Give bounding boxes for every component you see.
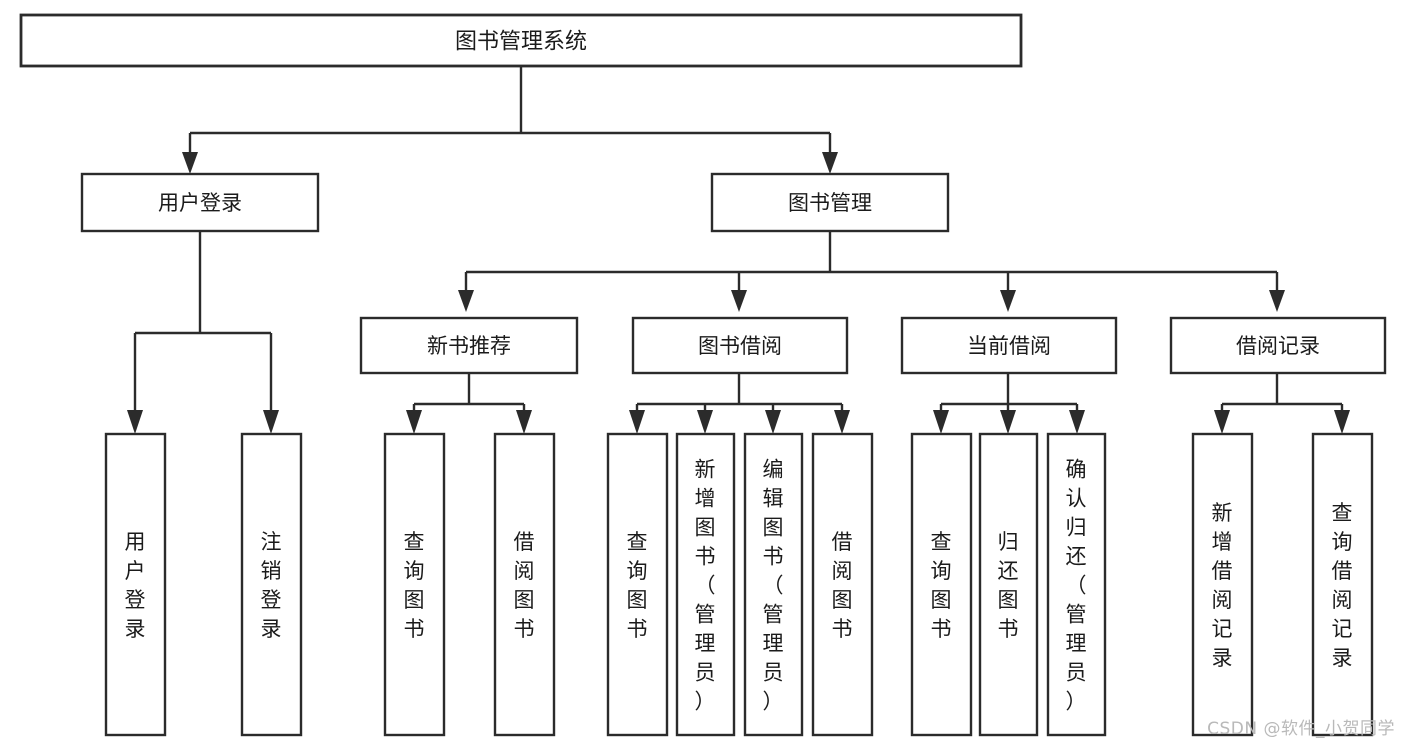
node-book-manage[interactable]: 图书管理 [710,172,950,233]
arrowhead-new-book-recommend [458,290,474,312]
leaf-add-record-label: 新增借阅记录 [1212,501,1233,670]
arrowhead-leaf-logout [263,410,279,434]
leaf-query-book-3[interactable]: 查询图书 [910,432,973,737]
leaf-borrow-book-1-label: 借阅图书 [514,530,535,641]
leaf-confirm-return[interactable]: 确认归还（管理员） [1046,432,1107,737]
leaf-query-record[interactable]: 查询借阅记录 [1311,432,1374,737]
leaf-query-book-3-box[interactable] [910,432,973,737]
node-user-login[interactable]: 用户登录 [80,172,320,233]
leaf-return-book-label: 归还图书 [998,530,1019,641]
node-new-book-recommend[interactable]: 新书推荐 [359,316,579,375]
node-book-manage-label: 图书管理 [788,191,872,215]
arrowhead-book-borrow [731,290,747,312]
connector-new-book-recommend-trunk [412,373,526,412]
connector-book-manage-trunk [464,231,1279,292]
node-book-borrow-label: 图书借阅 [698,334,782,358]
arrowhead-leaf-query-book-2 [629,410,645,434]
arrowhead-book-manage [822,152,838,174]
arrowhead-leaf-borrow-book-2 [834,410,850,434]
arrowhead-borrow-record [1269,290,1285,312]
leaf-return-book-box[interactable] [978,432,1039,737]
node-user-login-box[interactable] [80,172,320,233]
node-root-label: 图书管理系统 [455,30,587,55]
leaf-borrow-book-2-label: 借阅图书 [832,530,853,641]
leaf-logout[interactable]: 注销登录 [240,432,303,737]
leaf-edit-book[interactable]: 编辑图书（管理员） [743,432,804,737]
leaf-query-book-1[interactable]: 查询图书 [383,432,446,737]
arrowhead-leaf-add-record [1214,410,1230,434]
arrowhead-leaf-query-book-1 [406,410,422,434]
node-book-borrow-box[interactable] [631,316,849,375]
node-current-borrow-label: 当前借阅 [967,334,1051,358]
node-current-borrow-box[interactable] [900,316,1118,375]
node-new-book-recommend-label: 新书推荐 [427,334,511,358]
leaf-query-record-label: 查询借阅记录 [1332,501,1353,670]
connector-user-login-trunk [133,231,273,412]
node-root-box[interactable] [19,13,1023,68]
node-current-borrow[interactable]: 当前借阅 [900,316,1118,375]
connector-current-borrow-trunk [939,373,1079,412]
leaf-add-record[interactable]: 新增借阅记录 [1191,432,1254,737]
arrowhead-leaf-add-book [697,410,713,434]
leaf-add-book[interactable]: 新增图书（管理员） [675,432,736,737]
node-new-book-recommend-box[interactable] [359,316,579,375]
node-book-manage-box[interactable] [710,172,950,233]
leaf-logout-label: 注销登录 [261,530,282,641]
arrowhead-leaf-return-book [1000,410,1016,434]
arrowhead-leaf-confirm-return [1069,410,1085,434]
leaf-confirm-return-box[interactable] [1046,432,1107,737]
connector-root-trunk [188,66,832,158]
leaf-query-book-2-label: 查询图书 [627,530,648,641]
node-book-borrow[interactable]: 图书借阅 [631,316,849,375]
leaf-add-book-box[interactable] [675,432,736,737]
leaf-add-record-box[interactable] [1191,432,1254,737]
leaf-query-record-box[interactable] [1311,432,1374,737]
leaf-user-login-label: 用户登录 [125,530,146,641]
leaf-edit-book-box[interactable] [743,432,804,737]
leaf-borrow-book-1-box[interactable] [493,432,556,737]
node-user-login-label: 用户登录 [158,191,242,215]
arrowhead-leaf-user-login [127,410,143,434]
leaf-query-book-2-box[interactable] [606,432,669,737]
leaf-query-book-1-box[interactable] [383,432,446,737]
leaf-borrow-book-1[interactable]: 借阅图书 [493,432,556,737]
leaf-user-login[interactable]: 用户登录 [104,432,167,737]
connector-borrow-record-trunk [1220,373,1344,412]
node-borrow-record-label: 借阅记录 [1236,334,1320,358]
leaf-logout-box[interactable] [240,432,303,737]
leaf-user-login-box[interactable] [104,432,167,737]
leaf-confirm-return-label: 确认归还（管理员） [1066,458,1087,714]
arrowhead-current-borrow [1000,290,1016,312]
leaf-query-book-2[interactable]: 查询图书 [606,432,669,737]
node-borrow-record[interactable]: 借阅记录 [1169,316,1387,375]
leaf-edit-book-label: 编辑图书（管理员） [763,458,784,714]
leaf-query-book-1-label: 查询图书 [404,530,425,641]
leaf-add-book-label: 新增图书（管理员） [695,458,716,714]
arrowhead-leaf-edit-book [765,410,781,434]
arrowhead-user-login [182,152,198,174]
arrowhead-leaf-query-record [1334,410,1350,434]
leaf-borrow-book-2-box[interactable] [811,432,874,737]
leaf-borrow-book-2[interactable]: 借阅图书 [811,432,874,737]
csdn-watermark: CSDN @软件_小贺同学 [1207,719,1395,739]
node-root[interactable]: 图书管理系统 [19,13,1023,68]
node-borrow-record-box[interactable] [1169,316,1387,375]
connector-book-borrow-trunk [635,373,844,412]
arrowhead-leaf-borrow-book-1 [516,410,532,434]
arrowhead-leaf-query-book-3 [933,410,949,434]
leaf-return-book[interactable]: 归还图书 [978,432,1039,737]
leaf-query-book-3-label: 查询图书 [931,530,952,641]
connector-layer [127,66,1350,434]
